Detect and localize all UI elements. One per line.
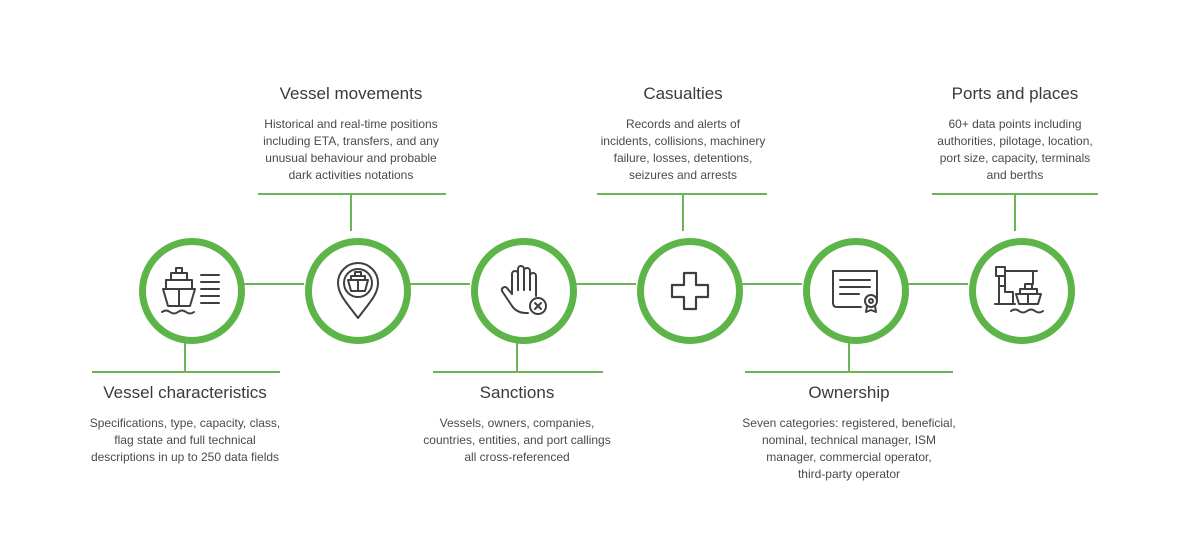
description-line: seizures and arrests <box>628 168 738 182</box>
connector-line <box>736 283 802 285</box>
stem-line <box>184 336 186 372</box>
node-casualties <box>637 238 743 344</box>
stem-line <box>1014 193 1016 231</box>
description-line: dark activities notations <box>288 168 414 182</box>
description-line: Vessels, owners, companies, <box>439 416 595 430</box>
ship-data-icon <box>161 267 220 315</box>
stem-line <box>848 336 850 372</box>
label-bar <box>745 371 953 373</box>
title-casualties: Casualties <box>643 84 723 103</box>
description-vessel-characteristics: Specifications, type, capacity, class, f… <box>65 415 305 466</box>
connector-line <box>902 283 968 285</box>
description-line: failure, losses, detentions, <box>613 151 753 165</box>
node-sanctions <box>471 238 577 344</box>
description-line: incidents, collisions, machinery <box>600 134 766 148</box>
description-line: Seven categories: registered, beneficial… <box>742 416 956 430</box>
title-sanctions: Sanctions <box>479 383 555 402</box>
description-casualties: Records and alerts of incidents, collisi… <box>563 116 803 184</box>
stem-line <box>682 193 684 231</box>
connector-line <box>570 283 636 285</box>
port-crane-icon <box>994 266 1044 314</box>
description-line: authorities, pilotage, location, <box>937 134 1093 148</box>
node-ownership <box>803 238 909 344</box>
description-vessel-movements: Historical and real-time positions inclu… <box>231 116 471 184</box>
certificate-icon <box>832 270 878 313</box>
ship-location-pin-icon <box>337 262 379 319</box>
description-line: flag state and full technical <box>114 433 256 447</box>
description-line: nominal, technical manager, ISM <box>761 433 937 447</box>
description-line: Specifications, type, capacity, class, <box>89 416 281 430</box>
connector-line <box>238 283 304 285</box>
description-line: Records and alerts of <box>625 117 741 131</box>
node-ports-and-places <box>969 238 1075 344</box>
description-line: countries, entities, and port callings <box>423 433 611 447</box>
description-ownership: Seven categories: registered, beneficial… <box>729 415 969 483</box>
title-vessel-movements: Vessel movements <box>279 84 423 103</box>
description-line: unusual behaviour and probable <box>265 151 437 165</box>
label-bar <box>433 371 603 373</box>
stem-line <box>350 193 352 231</box>
description-ports-and-places: 60+ data points including authorities, p… <box>895 116 1135 184</box>
medical-cross-icon <box>670 271 710 311</box>
description-line: manager, commercial operator, <box>766 450 932 464</box>
title-vessel-characteristics: Vessel characteristics <box>103 383 267 402</box>
hand-stop-icon <box>500 265 547 315</box>
title-ports-and-places: Ports and places <box>951 84 1079 103</box>
title-ownership: Ownership <box>808 383 890 402</box>
description-line: and berths <box>986 168 1044 182</box>
label-bar <box>258 193 446 195</box>
node-vessel-characteristics <box>139 238 245 344</box>
description-line: Historical and real-time positions <box>264 117 438 131</box>
stem-line <box>516 336 518 372</box>
description-line: descriptions in up to 250 data fields <box>90 450 280 464</box>
description-line: including ETA, transfers, and any <box>263 134 439 148</box>
node-vessel-movements <box>305 238 411 344</box>
description-line: port size, capacity, terminals <box>939 151 1091 165</box>
description-sanctions: Vessels, owners, companies, countries, e… <box>397 415 637 466</box>
label-bar <box>92 371 280 373</box>
connector-line <box>404 283 470 285</box>
description-line: 60+ data points including <box>948 117 1082 131</box>
description-line: all cross-referenced <box>464 450 570 464</box>
description-line: third-party operator <box>797 467 901 481</box>
